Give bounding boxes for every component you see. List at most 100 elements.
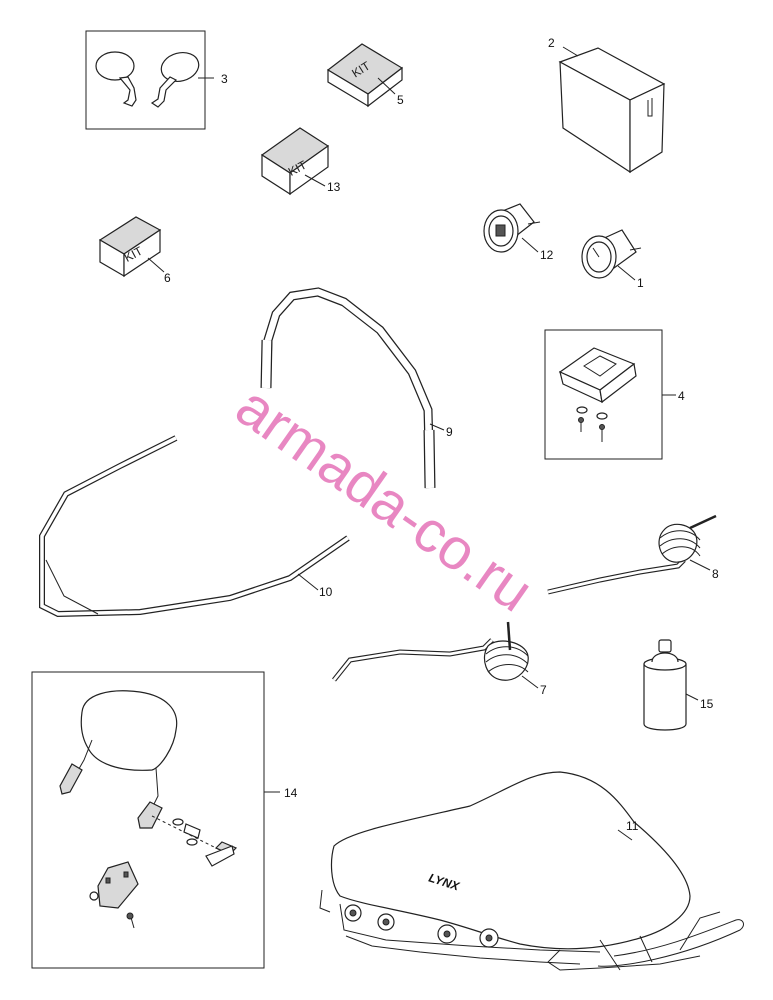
can-dome bbox=[651, 652, 679, 663]
rail-tube bbox=[40, 436, 349, 616]
left-mirror-stem bbox=[118, 76, 137, 107]
rail-brace bbox=[45, 559, 99, 615]
callout-11: 11 bbox=[626, 819, 639, 833]
wheel-3-hub bbox=[443, 930, 451, 938]
leader-13 bbox=[304, 174, 326, 187]
pad-insert bbox=[583, 355, 617, 377]
callout-8: 8 bbox=[712, 567, 719, 581]
cover-body bbox=[330, 771, 691, 950]
can-body bbox=[643, 663, 687, 731]
track-bottom bbox=[345, 935, 581, 965]
part-5-kit: KIT bbox=[326, 43, 404, 108]
leader-11 bbox=[617, 829, 633, 841]
part-6-kit: KIT bbox=[98, 216, 165, 278]
part-3-mirrors bbox=[85, 30, 214, 130]
mount-screw-head bbox=[126, 912, 134, 920]
callout-12: 12 bbox=[540, 248, 554, 262]
backrest-lever bbox=[205, 845, 235, 867]
leader-15 bbox=[685, 693, 699, 701]
ski bbox=[597, 919, 744, 967]
leader-6 bbox=[147, 257, 165, 273]
kit-13-side bbox=[289, 144, 329, 196]
callout-2: 2 bbox=[548, 36, 555, 50]
pad-side bbox=[599, 362, 637, 404]
gauge-12-stud bbox=[527, 221, 541, 225]
part-11-cover: LYNX bbox=[319, 771, 744, 971]
callout-5: 5 bbox=[397, 93, 404, 107]
callout-6: 6 bbox=[164, 271, 171, 285]
gauge-1-needle bbox=[592, 247, 600, 258]
screw-left-head bbox=[578, 417, 584, 423]
callout-7: 7 bbox=[540, 683, 547, 697]
ski-legs bbox=[599, 935, 653, 971]
right-mirror-stem bbox=[150, 76, 178, 108]
part-8-spring bbox=[547, 514, 717, 595]
spring-7-coil-turns bbox=[485, 646, 529, 673]
part-2-box bbox=[558, 46, 666, 174]
callout-4: 4 bbox=[678, 389, 685, 403]
spring-8-tail bbox=[689, 514, 717, 530]
part-1-gauge bbox=[581, 229, 642, 281]
backrest-washer-2 bbox=[186, 838, 198, 846]
callout-9: 9 bbox=[446, 425, 453, 439]
backrest-pad bbox=[80, 690, 178, 771]
callout-1: 1 bbox=[637, 276, 644, 290]
backrest-right-bar bbox=[151, 767, 159, 809]
left-mirror-glass bbox=[95, 51, 135, 81]
mount-nut bbox=[89, 891, 99, 901]
gauge-12-display bbox=[495, 224, 506, 237]
can-cap bbox=[658, 639, 672, 653]
track-top bbox=[339, 903, 601, 953]
gauge-1-stud bbox=[629, 247, 642, 251]
kit-5-side bbox=[367, 66, 403, 108]
front-skid bbox=[547, 949, 701, 971]
mount-hole-1 bbox=[105, 877, 111, 884]
part-14-backrest-kit bbox=[31, 671, 280, 969]
leader-10 bbox=[297, 573, 319, 591]
spring-7-tail bbox=[506, 621, 512, 651]
backrest-frame bbox=[31, 671, 265, 969]
screw-right-head bbox=[599, 424, 605, 430]
leader-1 bbox=[617, 265, 636, 281]
wheel-1-hub bbox=[349, 909, 357, 917]
box-side bbox=[629, 83, 665, 174]
spring-8-coil-body bbox=[658, 523, 698, 563]
spring-7-arm bbox=[332, 639, 493, 681]
callout-3: 3 bbox=[221, 72, 228, 86]
part-12-gauge bbox=[483, 203, 541, 253]
part-4-pad-kit bbox=[544, 329, 676, 460]
leader-12 bbox=[521, 237, 539, 253]
part-13-kit: KIT bbox=[260, 127, 330, 196]
part-15-can bbox=[643, 639, 699, 731]
leader-7 bbox=[521, 675, 539, 689]
callout-14: 14 bbox=[284, 786, 298, 800]
washer-left bbox=[576, 406, 588, 414]
right-grip bbox=[424, 429, 435, 489]
mirror-frame bbox=[85, 30, 206, 130]
backrest-right-bracket bbox=[137, 801, 163, 829]
ski-handle bbox=[679, 911, 721, 951]
callout-10: 10 bbox=[319, 585, 333, 599]
right-mirror-glass bbox=[160, 52, 200, 82]
mount-hole-2 bbox=[123, 871, 129, 878]
leader-5 bbox=[377, 77, 396, 95]
callout-15: 15 bbox=[700, 697, 714, 711]
backrest-spacer bbox=[183, 823, 201, 839]
backrest-washer-1 bbox=[172, 818, 184, 826]
wheel-2-hub bbox=[382, 918, 390, 926]
callout-13: 13 bbox=[327, 180, 341, 194]
part-9-hoop bbox=[260, 287, 445, 489]
spring-8-coil-turns bbox=[659, 530, 701, 557]
leader-9 bbox=[429, 423, 445, 431]
part-10-rail bbox=[39, 435, 350, 618]
leader-8 bbox=[689, 559, 711, 571]
hoop-tube bbox=[262, 288, 434, 489]
backrest-mount-plate bbox=[97, 861, 139, 909]
spring-8-arm bbox=[547, 559, 685, 594]
backrest-left-bracket bbox=[59, 763, 83, 795]
left-grip bbox=[261, 339, 272, 389]
spring-7-coil-body bbox=[483, 640, 529, 681]
leader-2 bbox=[562, 46, 579, 57]
wheel-4-hub bbox=[485, 934, 493, 942]
